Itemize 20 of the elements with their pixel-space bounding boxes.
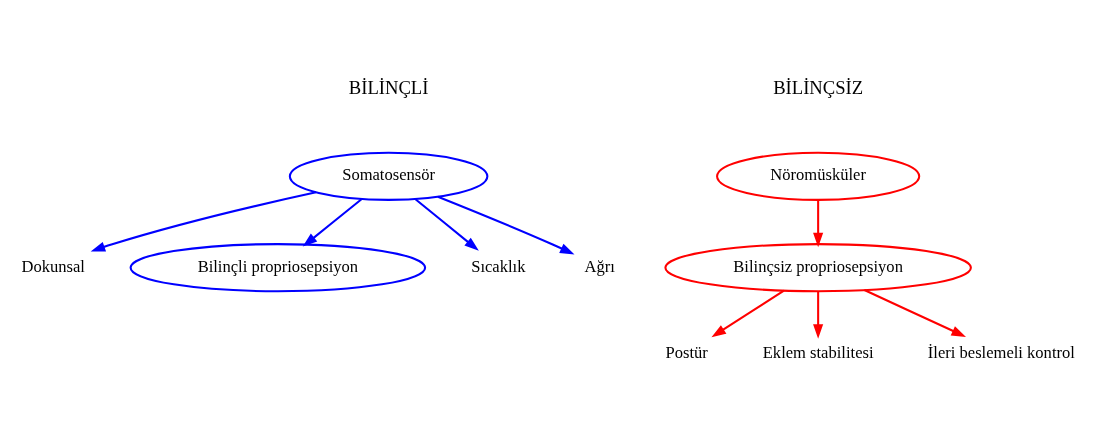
arrow: [813, 199, 824, 248]
node-text: Ağrı: [584, 256, 615, 276]
node-text: Postür: [665, 343, 708, 363]
node-text: Sıcaklık: [471, 256, 526, 276]
label: BİLİNÇSİZ: [773, 77, 864, 99]
arrow: [711, 289, 785, 338]
node-text: Eklem stabilitesi: [762, 343, 874, 363]
arrow: [90, 191, 317, 252]
node-ellipse: Nöromüsküler: [716, 151, 921, 201]
arrow: [863, 289, 966, 337]
label: BİLİNÇLİ: [348, 77, 429, 99]
node-ellipse: Bilinçsiz propriosepsiyon: [664, 243, 972, 293]
node-text: Dokunsal: [21, 256, 85, 276]
node-ellipse: Somatosensör: [288, 151, 489, 201]
node-ellipse: Bilinçli propriosepsiyon: [129, 243, 427, 293]
arrow: [414, 198, 479, 251]
node-text: İleri beslemeli kontrol: [927, 343, 1075, 363]
arrow: [437, 195, 575, 255]
arrow: [302, 198, 363, 247]
arrow: [813, 291, 824, 339]
